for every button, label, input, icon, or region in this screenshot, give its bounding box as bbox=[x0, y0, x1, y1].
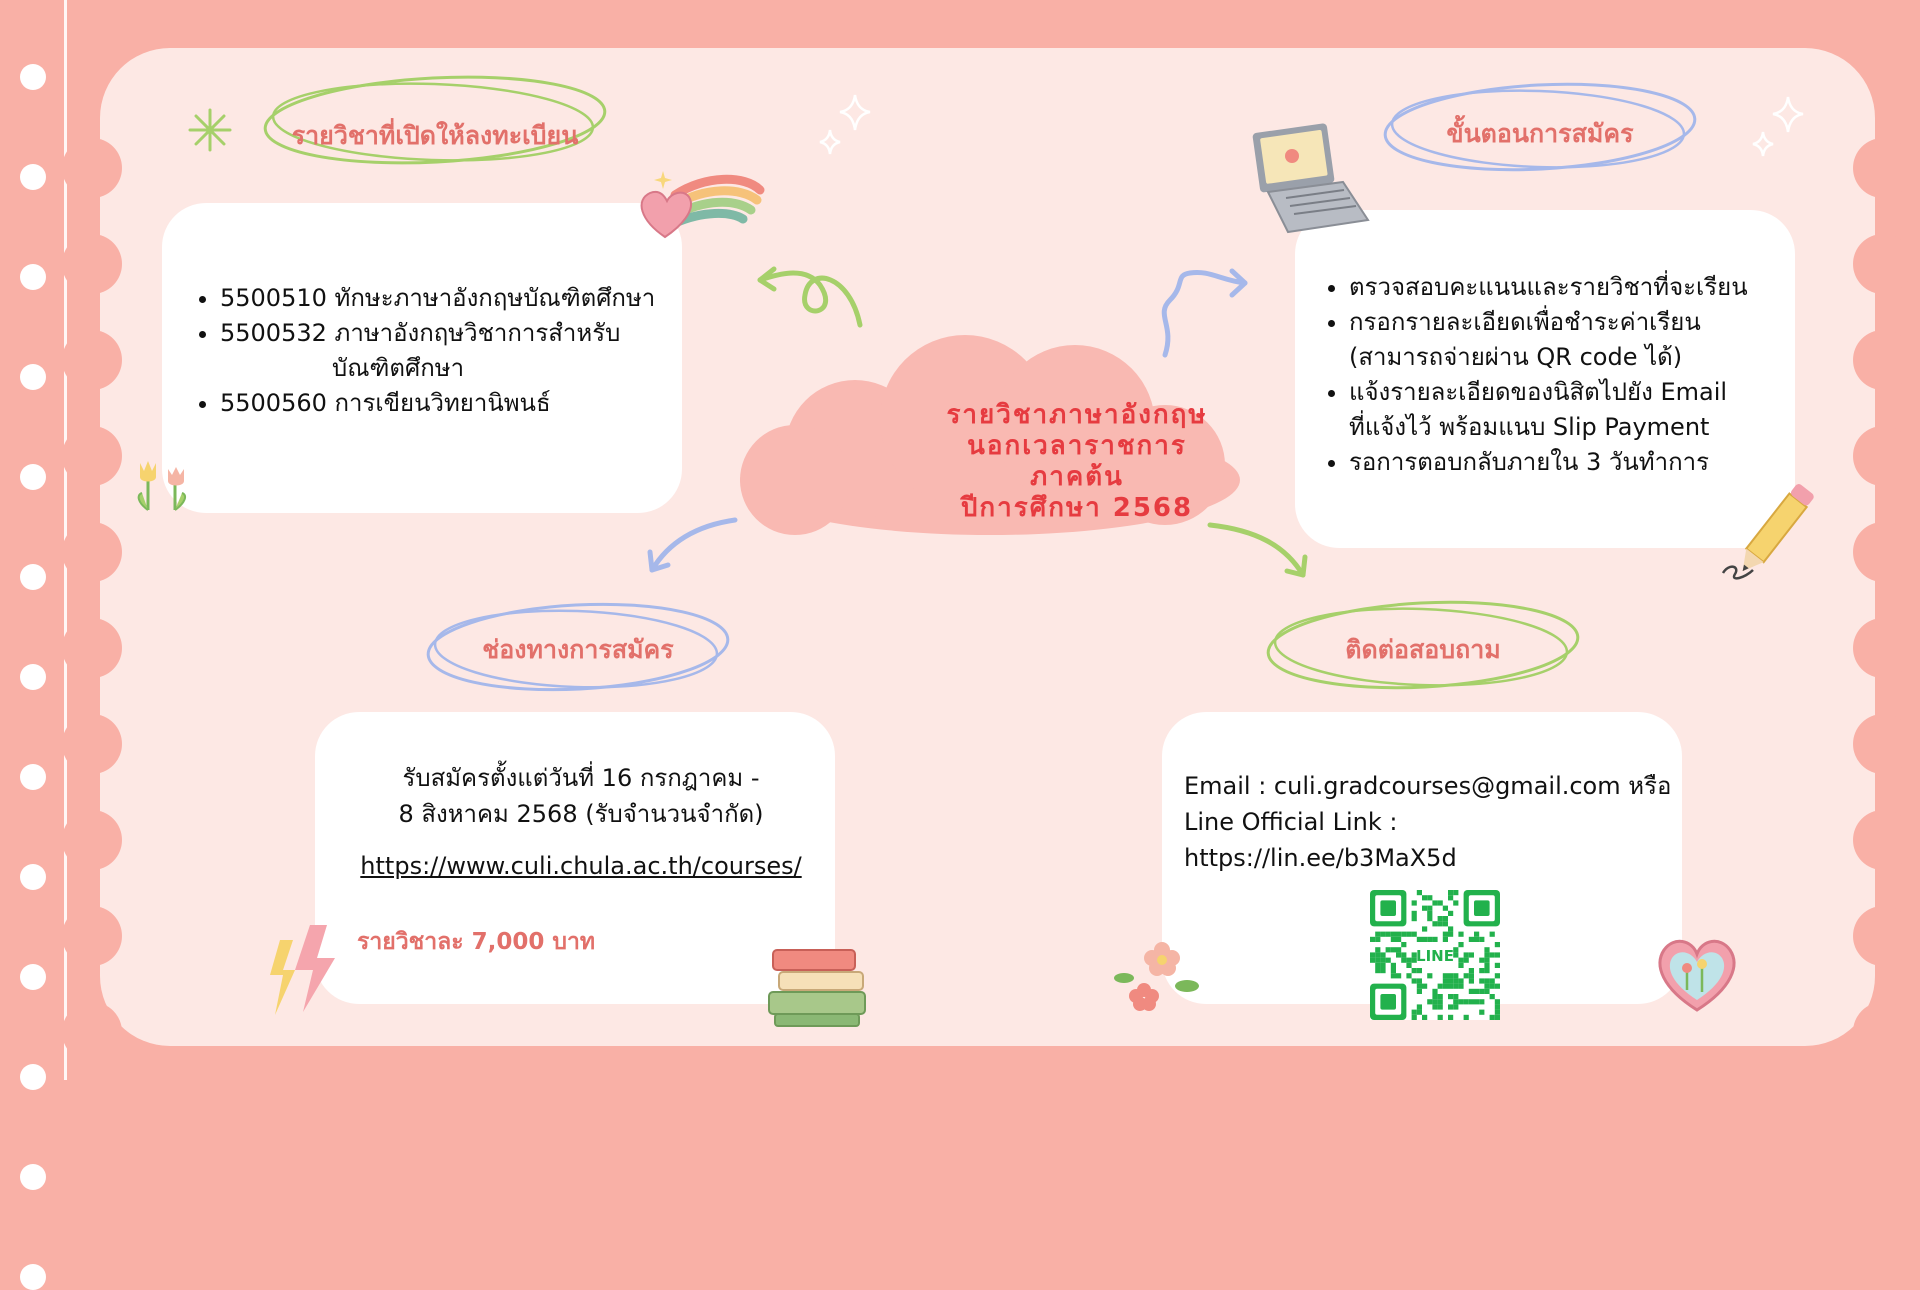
step-item: กรอกรายละเอียดเพื่อชำระค่าเรียน(สามารถจ่… bbox=[1349, 305, 1777, 375]
punch-hole bbox=[20, 864, 46, 890]
laptop-icon bbox=[1252, 123, 1370, 234]
frame-scallop bbox=[1853, 810, 1913, 870]
frame-scallop bbox=[1853, 330, 1913, 390]
center-cloud bbox=[740, 335, 1240, 535]
courses-card: 5500510 ทักษะภาษาอังกฤษบัณฑิตศึกษา 55005… bbox=[162, 203, 682, 513]
steps-heading-ring bbox=[1383, 82, 1697, 172]
frame-scallop bbox=[1853, 426, 1913, 486]
courses-link[interactable]: https://www.culi.chula.ac.th/courses/ bbox=[360, 852, 802, 880]
frame-scallop bbox=[1853, 906, 1913, 966]
frame-scallop bbox=[62, 426, 122, 486]
course-item: 5500560 การเขียนวิทยานิพนธ์ bbox=[220, 386, 662, 421]
punch-hole bbox=[20, 164, 46, 190]
frame-scallop bbox=[1853, 522, 1913, 582]
price-text: รายวิชาละ 7,000 บาท bbox=[357, 929, 596, 955]
frame-scallop bbox=[1853, 234, 1913, 294]
courses-heading-ring bbox=[263, 75, 607, 165]
frame-scallop bbox=[62, 234, 122, 294]
tulips-icon bbox=[137, 461, 187, 511]
steps-heading: ขั้นตอนการสมัคร bbox=[1446, 119, 1634, 148]
contact-card: Email : culi.gradcourses@gmail.com หรือ … bbox=[1162, 712, 1682, 1020]
punch-hole bbox=[20, 264, 46, 290]
books-icon bbox=[768, 949, 866, 1027]
flowers-icon bbox=[1114, 942, 1199, 1011]
lightning-icon bbox=[270, 925, 335, 1015]
heart-flowers-icon bbox=[1658, 939, 1736, 1012]
punch-hole bbox=[20, 1064, 46, 1090]
frame-scallop bbox=[62, 330, 122, 390]
punch-hole bbox=[20, 1264, 46, 1290]
arrow-blue-down-left-icon bbox=[647, 517, 738, 573]
line-qr-code[interactable]: LINE bbox=[1370, 890, 1500, 1020]
contact-heading: ติดต่อสอบถาม bbox=[1345, 635, 1501, 664]
frame-scallop bbox=[62, 810, 122, 870]
step-item: ตรวจสอบคะแนนและรายวิชาที่จะเรียน bbox=[1349, 270, 1777, 305]
arrow-green-down-right-icon bbox=[1207, 522, 1308, 578]
registration-period: รับสมัครตั้งแต่วันที่ 16 กรกฎาคม - 8 สิง… bbox=[398, 764, 764, 828]
course-item: 5500510 ทักษะภาษาอังกฤษบัณฑิตศึกษา bbox=[220, 281, 662, 316]
frame-scallop bbox=[62, 138, 122, 198]
center-title: รายวิชาภาษาอังกฤษ นอกเวลาราชการ ภาคต้น ป… bbox=[946, 400, 1208, 523]
sparkle-green-icon bbox=[188, 108, 232, 152]
rainbow-heart-icon bbox=[640, 171, 765, 239]
notebook-punch-strip bbox=[0, 0, 68, 1290]
punch-hole bbox=[20, 564, 46, 590]
contact-info: Email : culi.gradcourses@gmail.com หรือ … bbox=[1184, 768, 1672, 876]
course-item: 5500532 ภาษาอังกฤษวิชาการสำหรับบัณฑิตศึก… bbox=[220, 316, 662, 386]
channels-heading-ring bbox=[426, 602, 730, 692]
punch-hole bbox=[20, 664, 46, 690]
frame-scallop bbox=[62, 618, 122, 678]
frame-scallop bbox=[62, 1002, 122, 1062]
steps-list: ตรวจสอบคะแนนและรายวิชาที่จะเรียน กรอกราย… bbox=[1319, 270, 1777, 480]
curly-arrow-green-icon bbox=[757, 266, 863, 328]
punch-hole bbox=[20, 464, 46, 490]
steps-card: ตรวจสอบคะแนนและรายวิชาที่จะเรียน กรอกราย… bbox=[1295, 210, 1795, 548]
qr-line-badge: LINE bbox=[1416, 947, 1454, 965]
courses-link-row: https://www.culi.chula.ac.th/courses/ bbox=[357, 848, 805, 884]
channels-heading: ช่องทางการสมัคร bbox=[482, 635, 674, 664]
channels-card: รับสมัครตั้งแต่วันที่ 16 กรกฎาคม - 8 สิง… bbox=[315, 712, 835, 1004]
punch-hole bbox=[20, 1164, 46, 1190]
frame-scallop bbox=[1853, 618, 1913, 678]
punch-hole bbox=[20, 764, 46, 790]
frame-scallop bbox=[62, 906, 122, 966]
frame-scallop bbox=[1853, 714, 1913, 774]
frame-scallop bbox=[1853, 138, 1913, 198]
step-item: รอการตอบกลับภายใน 3 วันทำการ bbox=[1349, 445, 1777, 480]
sparkles-white-right-icon bbox=[1752, 96, 1804, 157]
contact-email[interactable]: Email : culi.gradcourses@gmail.com หรือ bbox=[1184, 772, 1672, 800]
sparkles-white-left-icon bbox=[819, 94, 871, 155]
contact-heading-ring bbox=[1266, 600, 1580, 690]
step-item: แจ้งรายละเอียดของนิสิตไปยัง Emailที่แจ้ง… bbox=[1349, 375, 1777, 445]
curly-arrow-blue-icon bbox=[1161, 268, 1248, 358]
courses-list: 5500510 ทักษะภาษาอังกฤษบัณฑิตศึกษา 55005… bbox=[190, 281, 662, 421]
punch-hole bbox=[20, 364, 46, 390]
frame-scallop bbox=[62, 522, 122, 582]
frame-scallop bbox=[62, 714, 122, 774]
punch-hole bbox=[20, 64, 46, 90]
punch-hole bbox=[20, 964, 46, 990]
contact-line-link[interactable]: Line Official Link : https://lin.ee/b3Ma… bbox=[1184, 808, 1457, 872]
frame-scallop bbox=[1853, 1002, 1913, 1062]
courses-heading: รายวิชาที่เปิดให้ลงทะเบียน bbox=[291, 121, 579, 150]
pencil-icon bbox=[1721, 484, 1814, 580]
